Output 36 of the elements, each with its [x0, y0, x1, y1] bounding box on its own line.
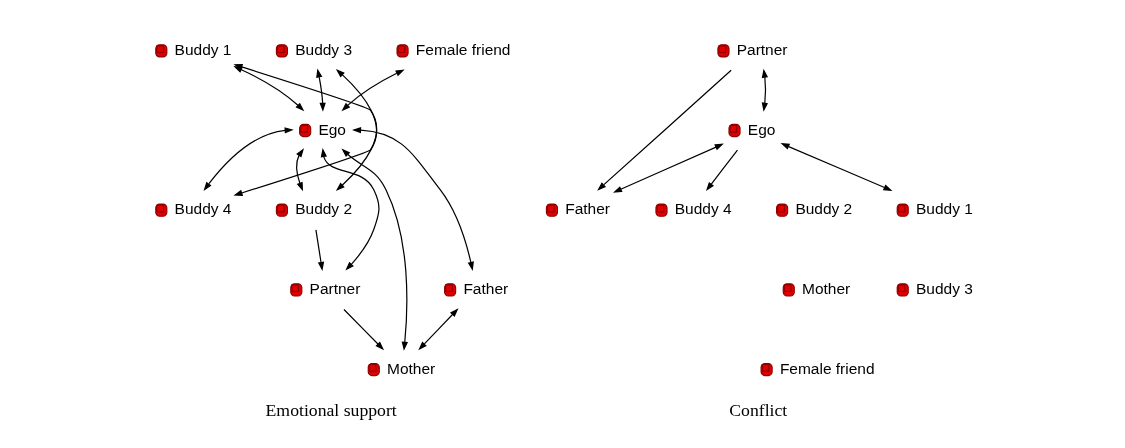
arrow: [295, 148, 304, 192]
node-label: Partner: [309, 279, 360, 297]
label: Conflict: [728, 400, 787, 421]
node-label: Ego: [747, 120, 775, 138]
arrow: [761, 68, 768, 112]
node-label: Buddy 4: [674, 200, 732, 218]
node-label: Buddy 1: [174, 40, 231, 58]
arrow: [780, 143, 892, 191]
node-label: Buddy 3: [294, 40, 352, 58]
arrow: [340, 69, 405, 112]
arrow: [342, 308, 384, 351]
node-label: Buddy 1: [915, 200, 973, 218]
node-label: Buddy 3: [915, 279, 973, 297]
node-label: Buddy 2: [294, 200, 352, 218]
node-label: Female friend: [779, 359, 875, 377]
node-label: Ego: [317, 120, 346, 138]
arrow: [417, 308, 459, 351]
node-label: Female friend: [415, 40, 510, 58]
node-label: Mother: [801, 279, 850, 297]
arrow: [351, 126, 474, 271]
node-label: Father: [462, 279, 508, 297]
arrow: [315, 68, 326, 112]
node-label: Partner: [736, 40, 788, 58]
node-label: Mother: [386, 359, 435, 377]
node-label: Father: [564, 200, 610, 218]
node-label: Buddy 2: [794, 200, 852, 218]
arrow: [314, 229, 324, 272]
arrow: [705, 149, 738, 192]
arrow: [340, 148, 408, 351]
label: Emotional support: [265, 400, 397, 421]
arrow: [320, 148, 380, 271]
arrow: [232, 66, 304, 112]
arrow: [612, 143, 724, 193]
node-label: Buddy 4: [174, 200, 231, 218]
arrow: [203, 127, 294, 191]
arrow: [596, 69, 732, 191]
